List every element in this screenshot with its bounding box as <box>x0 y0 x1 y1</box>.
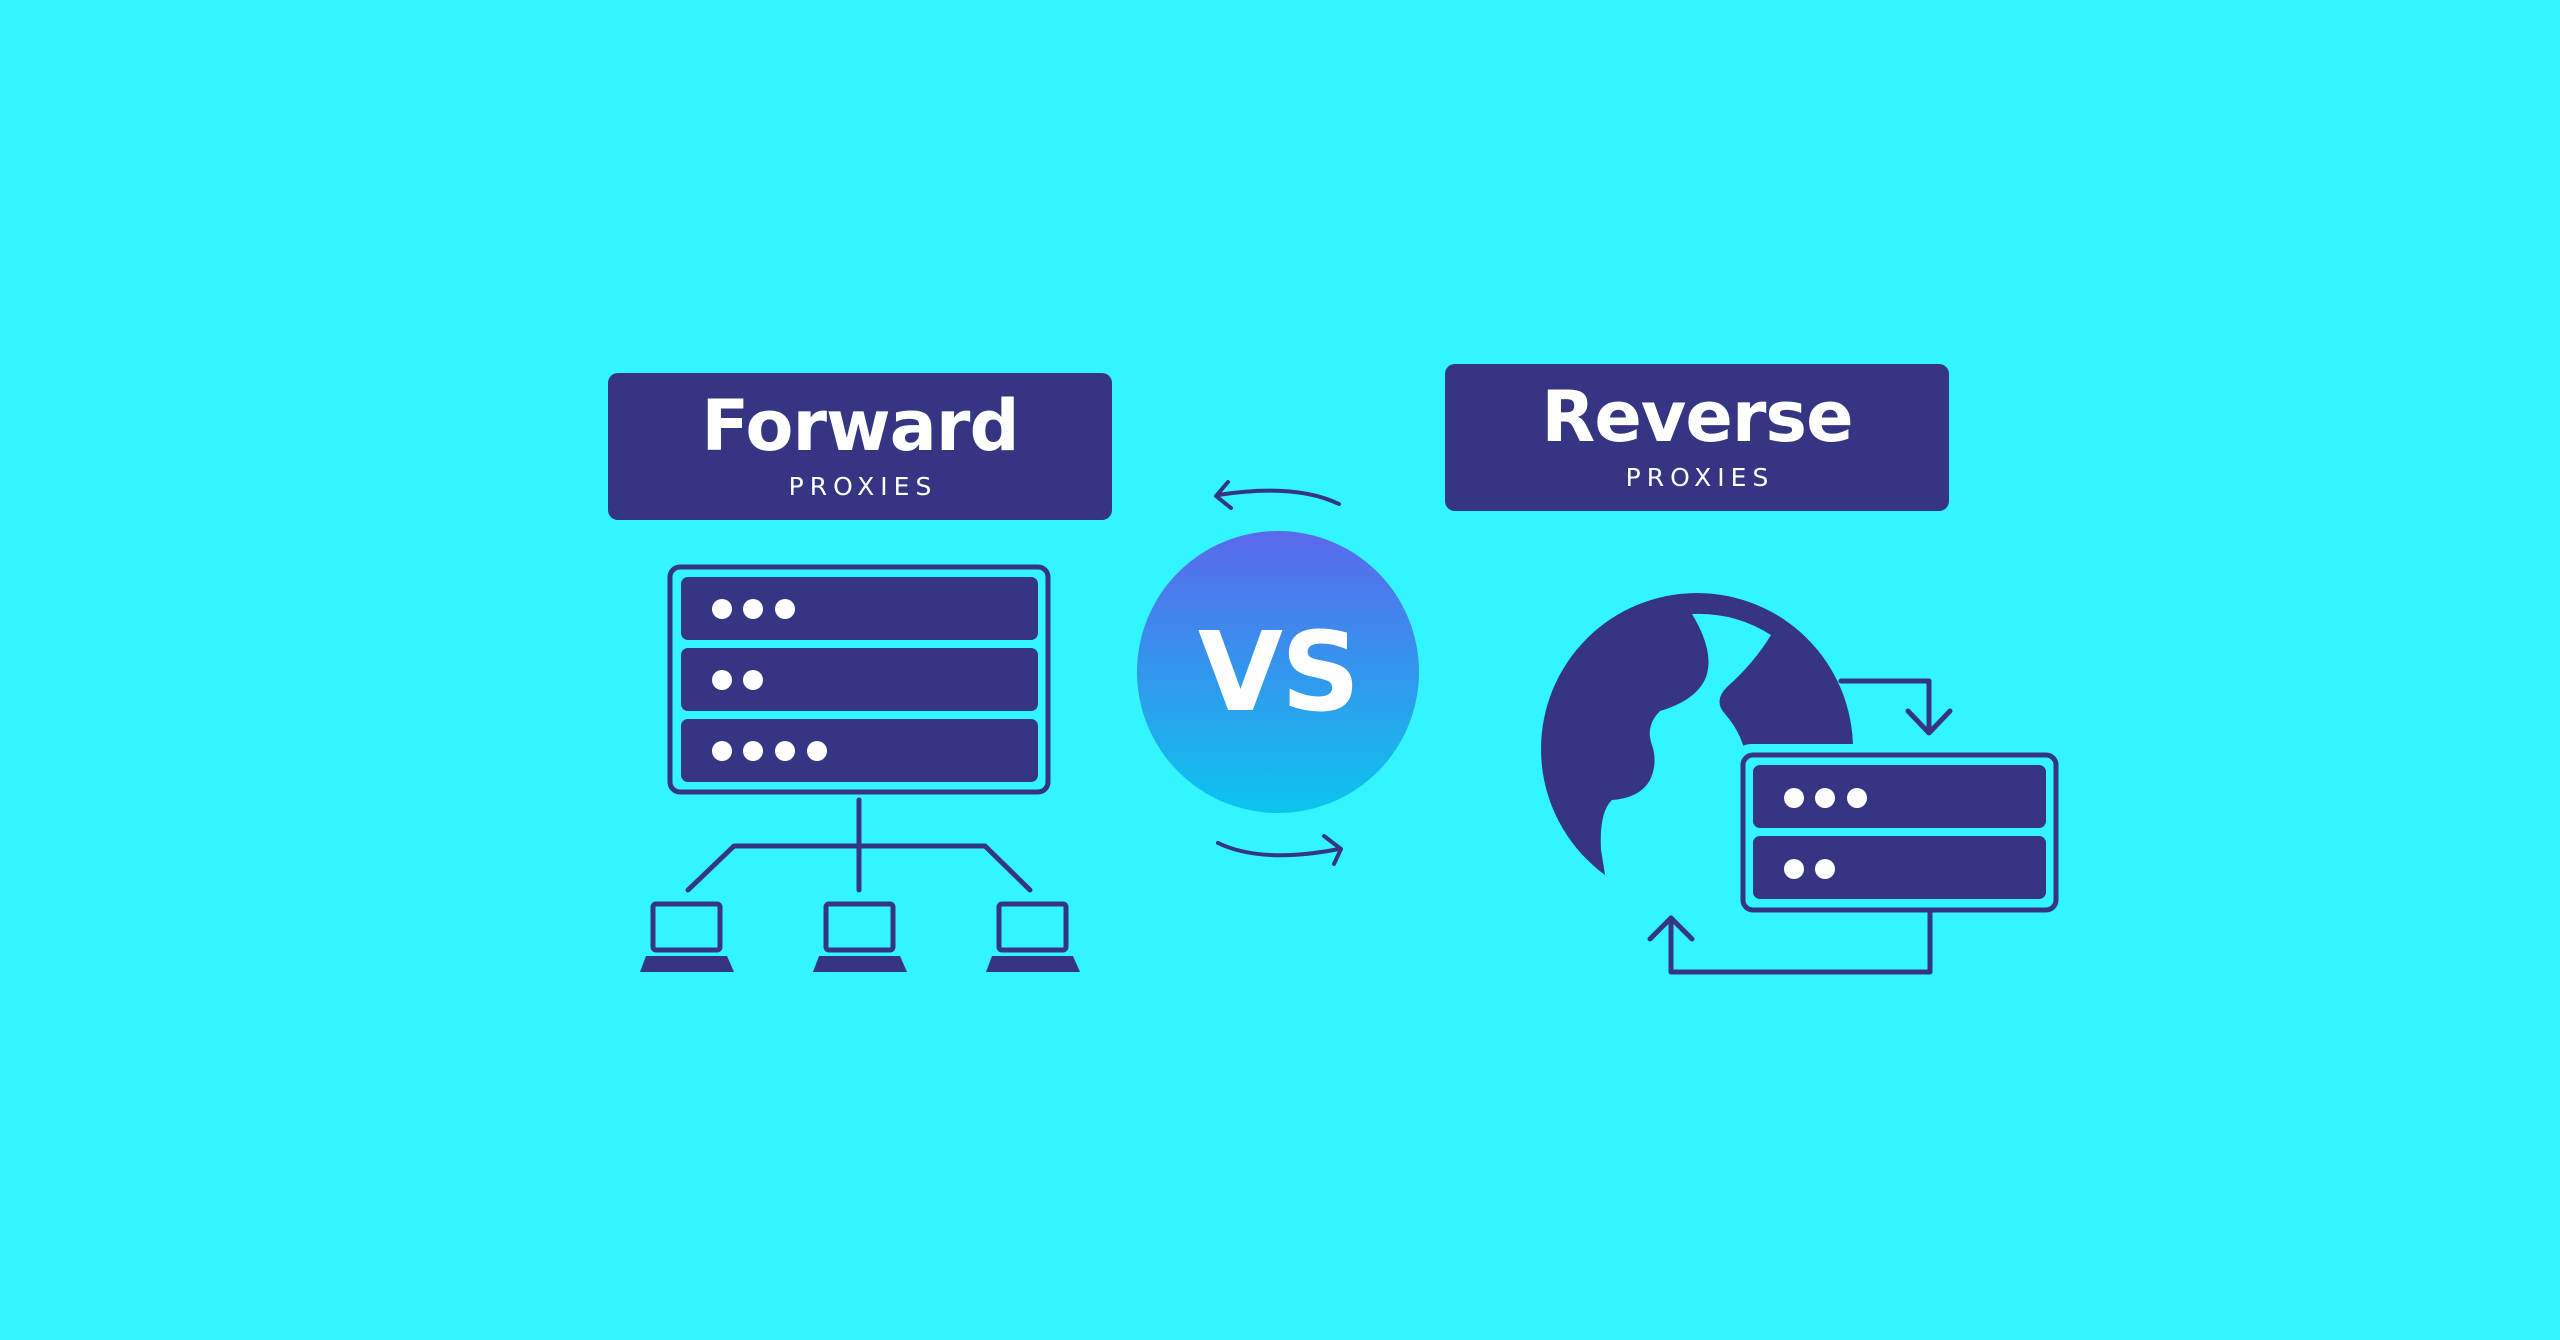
laptop-icon <box>640 901 734 972</box>
cycle-arrows-icon <box>1214 480 1343 866</box>
reverse-subtitle: PROXIES <box>1625 463 1775 492</box>
forward-proxies-label: Forward PROXIES <box>608 373 1112 520</box>
forward-subtitle: PROXIES <box>788 472 938 501</box>
forward-network-tree-icon <box>685 797 1033 893</box>
reverse-proxies-label: Reverse PROXIES <box>1445 364 1949 511</box>
reverse-server-rack-icon <box>1733 744 2068 914</box>
laptop-icon <box>813 901 907 972</box>
vs-label: VS <box>1197 608 1360 736</box>
forward-server-rack-icon <box>667 564 1051 795</box>
forward-title: Forward <box>701 385 1019 467</box>
arrow-loop-icon <box>1647 678 1953 975</box>
laptop-icon <box>986 901 1080 972</box>
reverse-title: Reverse <box>1541 376 1853 458</box>
vs-circle <box>1137 531 1419 813</box>
